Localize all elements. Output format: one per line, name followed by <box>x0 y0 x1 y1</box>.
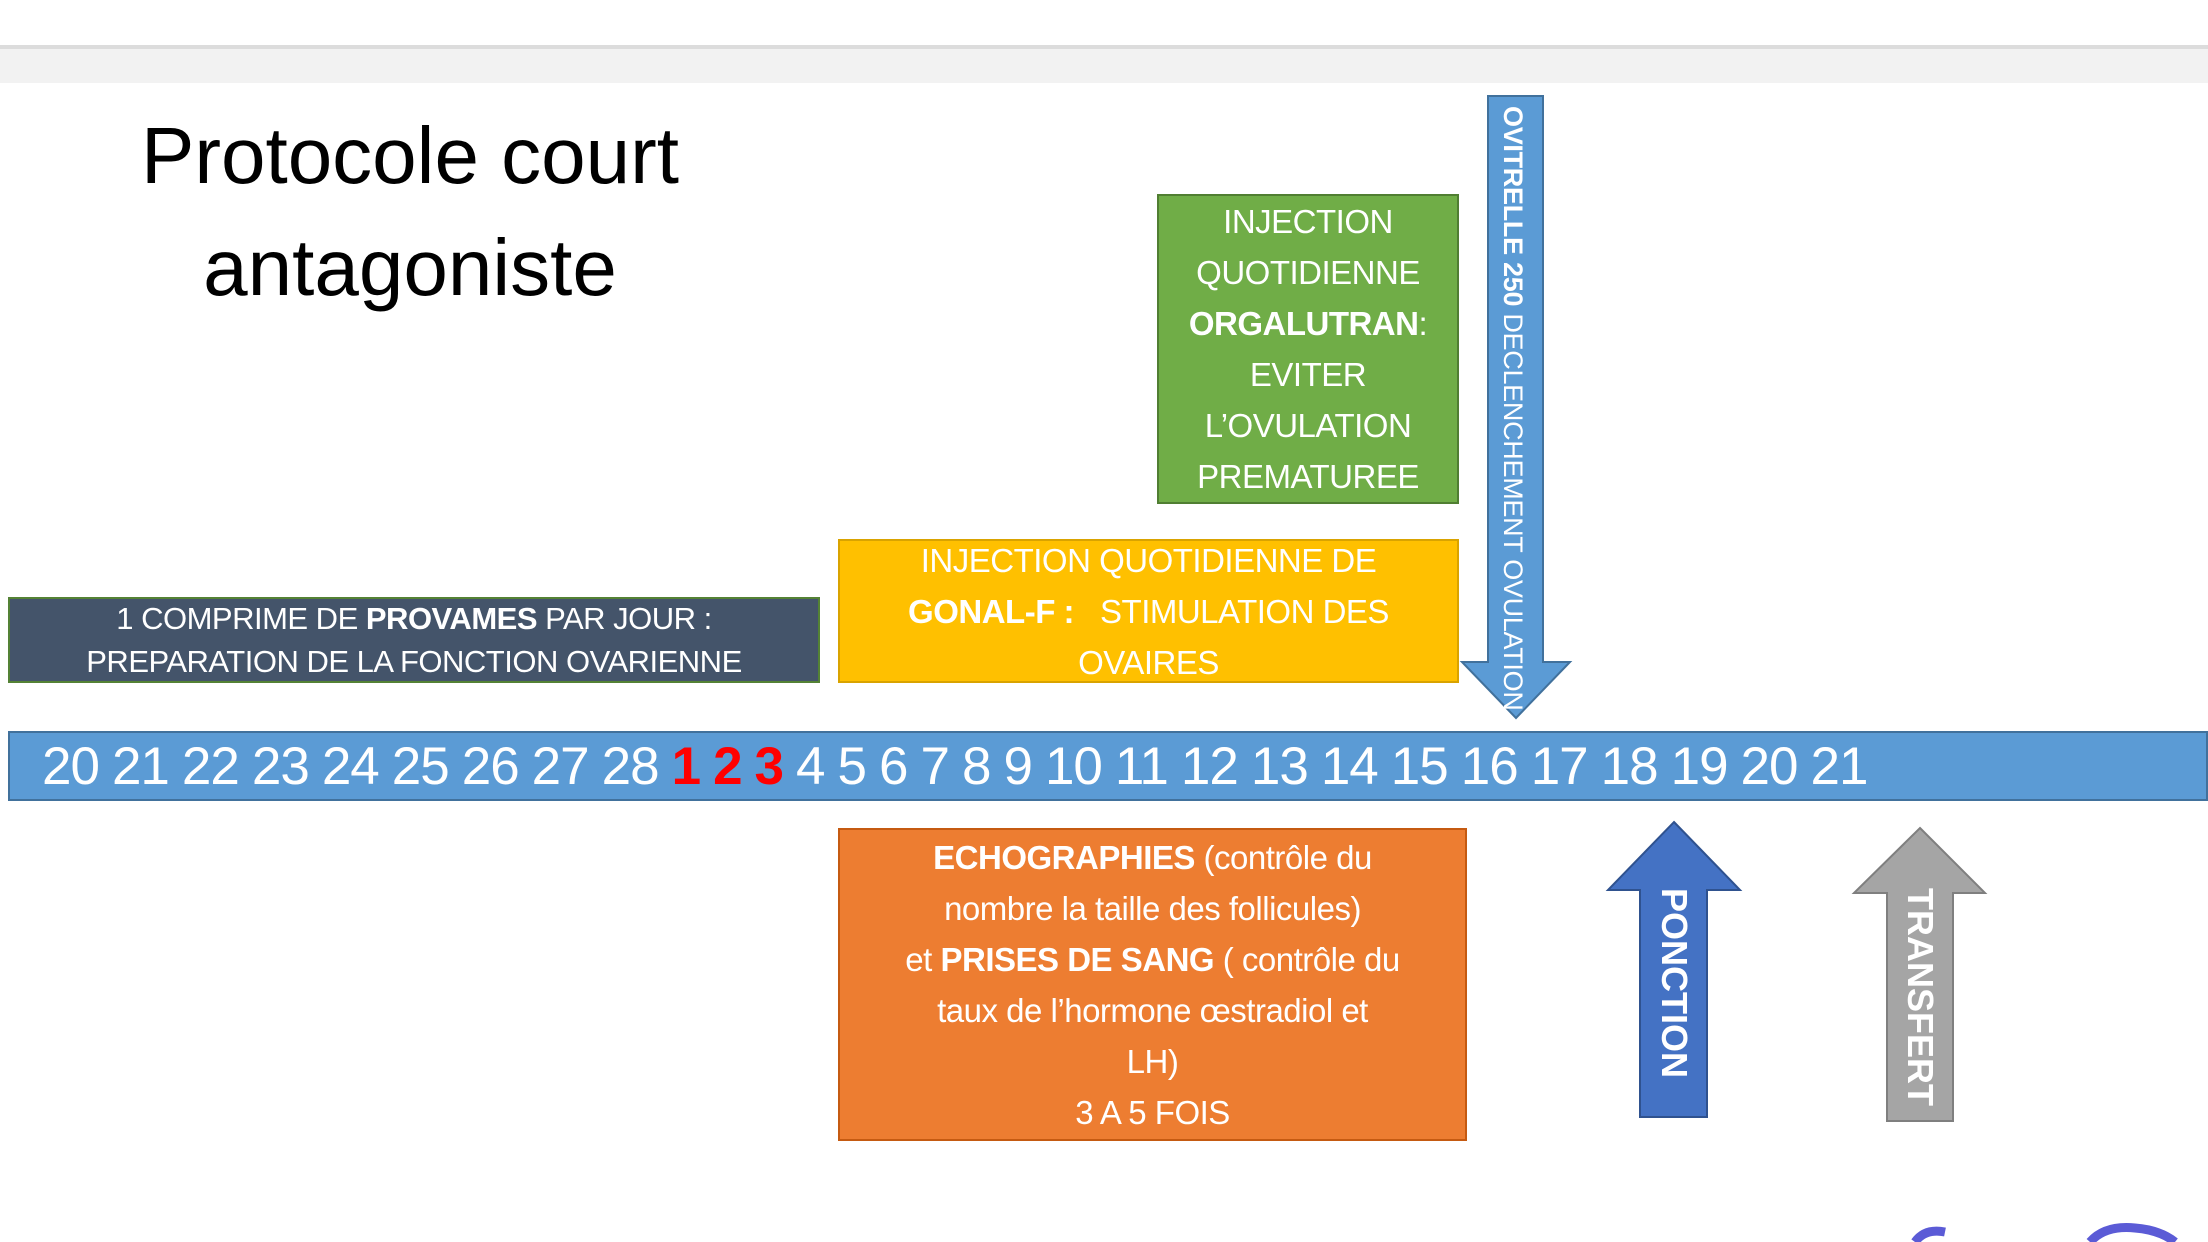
timeline-day: 27 <box>531 736 590 796</box>
provames-box: 1 COMPRIME DE PROVAMES PAR JOUR : PREPAR… <box>8 597 820 683</box>
orgalutran-line-5: L’OVULATION <box>1204 407 1412 444</box>
text: (contrôle du <box>1194 838 1373 876</box>
timeline-day: 19 <box>1670 736 1729 796</box>
timeline-day: 6 <box>879 736 909 796</box>
timeline-day: 2 <box>713 736 743 796</box>
title-line-1: Protocole court <box>140 111 680 200</box>
orgalutran-line-6: PREMATUREE <box>1197 458 1419 495</box>
timeline-day: 14 <box>1320 736 1379 796</box>
drug-name: ORGALUTRAN <box>1188 305 1419 342</box>
timeline-day: 21 <box>1810 736 1869 796</box>
bold-text: PRISES DE SANG <box>940 940 1215 978</box>
text: ( contrôle du <box>1214 940 1400 978</box>
logo-mark <box>1911 1223 2178 1242</box>
orgalutran-box: INJECTION QUOTIDIENNE ORGALUTRAN: EVITER… <box>1157 194 1459 504</box>
text: STIMULATION DES <box>1074 592 1389 630</box>
timeline-day: 8 <box>961 736 992 796</box>
timeline-day: 26 <box>461 736 520 796</box>
timeline-day: 9 <box>1003 736 1033 796</box>
timeline-day: 21 <box>111 736 170 796</box>
timeline-day: 18 <box>1600 736 1659 796</box>
timeline-day: 1 <box>671 736 702 796</box>
timeline-day: 16 <box>1460 736 1519 796</box>
bold-text: ECHOGRAPHIES <box>933 838 1195 876</box>
text: PAR JOUR : <box>537 601 712 636</box>
transfert-up-arrow <box>1851 826 1988 1122</box>
ovitrelle-arrow-label: OVITRELLE 250 DECLENCHEMENT OVULATION <box>1497 106 1528 711</box>
timeline-day: 20 <box>42 736 100 796</box>
ovitrelle-down-arrow <box>1459 95 1573 720</box>
timeline-day: 12 <box>1180 736 1239 796</box>
timeline-day: 11 <box>1114 736 1169 796</box>
ponction-up-arrow <box>1605 820 1743 1118</box>
timeline-day: 28 <box>601 736 660 796</box>
timeline-day: 13 <box>1250 736 1309 796</box>
text: et <box>905 940 941 978</box>
orgalutran-line-2: QUOTIDIENNE <box>1196 254 1420 291</box>
echo-line-2: nombre la taille des follicules) <box>944 889 1361 927</box>
timeline-day: 22 <box>181 736 240 796</box>
orgalutran-line-3: ORGALUTRAN: <box>1159 298 1457 349</box>
timeline-day: 23 <box>251 736 310 796</box>
timeline-day: 10 <box>1044 736 1103 796</box>
gonal-box: INJECTION QUOTIDIENNE DE GONAL-F : STIMU… <box>838 539 1459 683</box>
timeline-day: 20 <box>1740 736 1799 796</box>
timeline-day: 25 <box>391 736 450 796</box>
timeline-day: 24 <box>321 736 380 796</box>
echo-line-4: taux de l’hormone œstradiol et <box>937 991 1368 1029</box>
orgalutran-line-4: EVITER <box>1249 356 1367 393</box>
echographies-box: ECHOGRAPHIES (contrôle du nombre la tail… <box>838 828 1467 1141</box>
provames-line-1: 1 COMPRIME DE PROVAMES PAR JOUR : <box>10 597 818 640</box>
timeline-day: 15 <box>1390 736 1449 796</box>
echo-line-5: LH) <box>1126 1042 1179 1080</box>
transfert-arrow-label: TRANSFERT <box>1900 888 1941 1106</box>
timeline-day: 7 <box>920 736 950 796</box>
ovitrelle-label-bold: OVITRELLE 250 <box>1498 106 1528 307</box>
drug-name: PROVAMES <box>365 601 538 636</box>
timeline-day: 17 <box>1530 736 1589 796</box>
gonal-line-1: INJECTION QUOTIDIENNE DE <box>920 541 1377 579</box>
timeline-day: 3 <box>754 736 785 796</box>
gonal-line-2: GONAL-F : STIMULATION DES <box>840 586 1457 637</box>
top-band <box>0 45 2208 83</box>
drug-name: GONAL-F : <box>908 592 1075 630</box>
provames-line-2: PREPARATION DE LA FONCTION OVARIENNE <box>86 644 742 679</box>
text: 1 COMPRIME DE <box>116 601 366 636</box>
page-title: Protocole court antagoniste <box>60 100 760 324</box>
gonal-line-3: OVAIRES <box>1078 643 1219 681</box>
ponction-arrow-label: PONCTION <box>1654 888 1695 1079</box>
echo-line-6: 3 A 5 FOIS <box>1075 1093 1230 1131</box>
text: : <box>1418 305 1428 342</box>
orgalutran-line-1: INJECTION <box>1223 203 1393 240</box>
timeline-day: 5 <box>837 736 868 796</box>
echo-line-1: ECHOGRAPHIES (contrôle du <box>840 832 1465 883</box>
title-line-2: antagoniste <box>203 223 617 312</box>
ovitrelle-label-text: DECLENCHEMENT OVULATION <box>1498 306 1528 711</box>
echo-line-3: et PRISES DE SANG ( contrôle du <box>840 934 1465 985</box>
timeline-day: 4 <box>796 736 826 796</box>
